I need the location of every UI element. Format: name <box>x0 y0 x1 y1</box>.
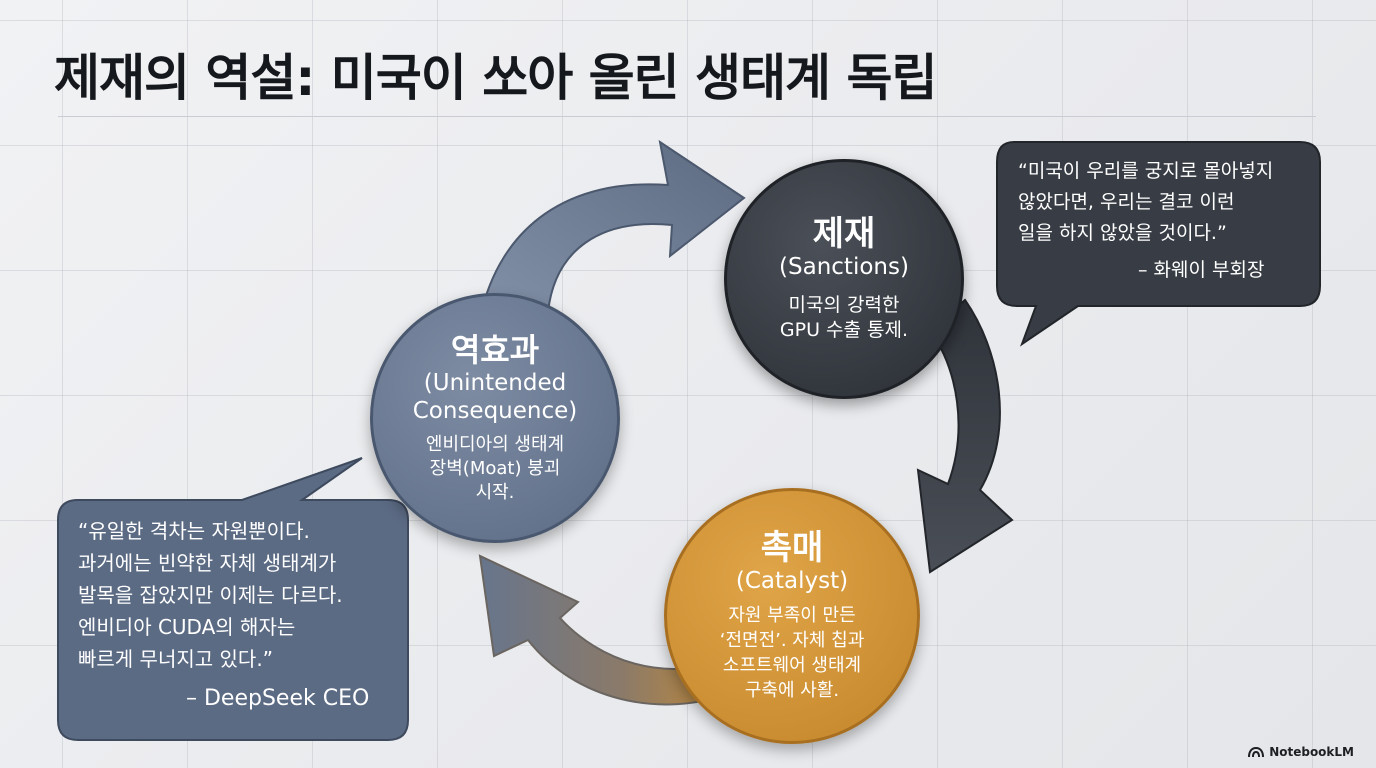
arrow-catalyst-to-consequence <box>478 554 737 706</box>
title-divider <box>58 116 1316 117</box>
brand-watermark: NotebookLM <box>1248 745 1354 759</box>
consequence-title: 역효과 <box>450 331 540 369</box>
consequence-subtitle: (Unintended Consequence) <box>412 370 578 424</box>
catalyst-title: 촉매 <box>760 528 824 568</box>
brand-label: NotebookLM <box>1269 745 1354 759</box>
quote-bubble-deepseek <box>57 457 409 741</box>
node-consequence: 역효과 (Unintended Consequence) 엔비디아의 생태계 장… <box>370 293 620 543</box>
huawei-quote-attribution: – 화웨이 부회장 <box>1138 259 1265 281</box>
sanctions-title: 제재 <box>812 214 876 254</box>
catalyst-subtitle: (Catalyst) <box>735 568 849 594</box>
sanctions-description: 미국의 강력한 GPU 수출 통제. <box>779 294 909 341</box>
node-catalyst: 촉매 (Catalyst) 자원 부족이 만든 ‘전면전’. 자체 칩과 소프트… <box>664 488 920 744</box>
huawei-quote-text: “미국이 우리를 궁지로 몰아넣지 않았다면, 우리는 결코 이런 일을 하지 … <box>1018 160 1274 244</box>
consequence-description: 엔비디아의 생태계 장벽(Moat) 붕괴 시작. <box>425 434 565 503</box>
page-title: 제재의 역설: 미국이 쏘아 올린 생태계 독립 <box>54 49 937 107</box>
arrow-sanctions-to-catalyst <box>916 298 1014 574</box>
sanctions-subtitle: (Sanctions) <box>779 254 909 280</box>
quote-bubble-huawei <box>996 141 1321 347</box>
notebooklm-logo-icon <box>1248 746 1265 757</box>
catalyst-description: 자원 부족이 만든 ‘전면전’. 자체 칩과 소프트웨어 생태계 구축에 사활. <box>719 605 865 701</box>
arrow-consequence-to-sanctions <box>478 139 746 320</box>
node-sanctions: 제재 (Sanctions) 미국의 강력한 GPU 수출 통제. <box>724 159 964 399</box>
deepseek-quote-attribution: – DeepSeek CEO <box>186 686 370 711</box>
deepseek-quote-text: “유일한 격차는 자원뿐이다. 과거에는 빈약한 자체 생태계가 발목을 잡았지… <box>78 519 343 671</box>
